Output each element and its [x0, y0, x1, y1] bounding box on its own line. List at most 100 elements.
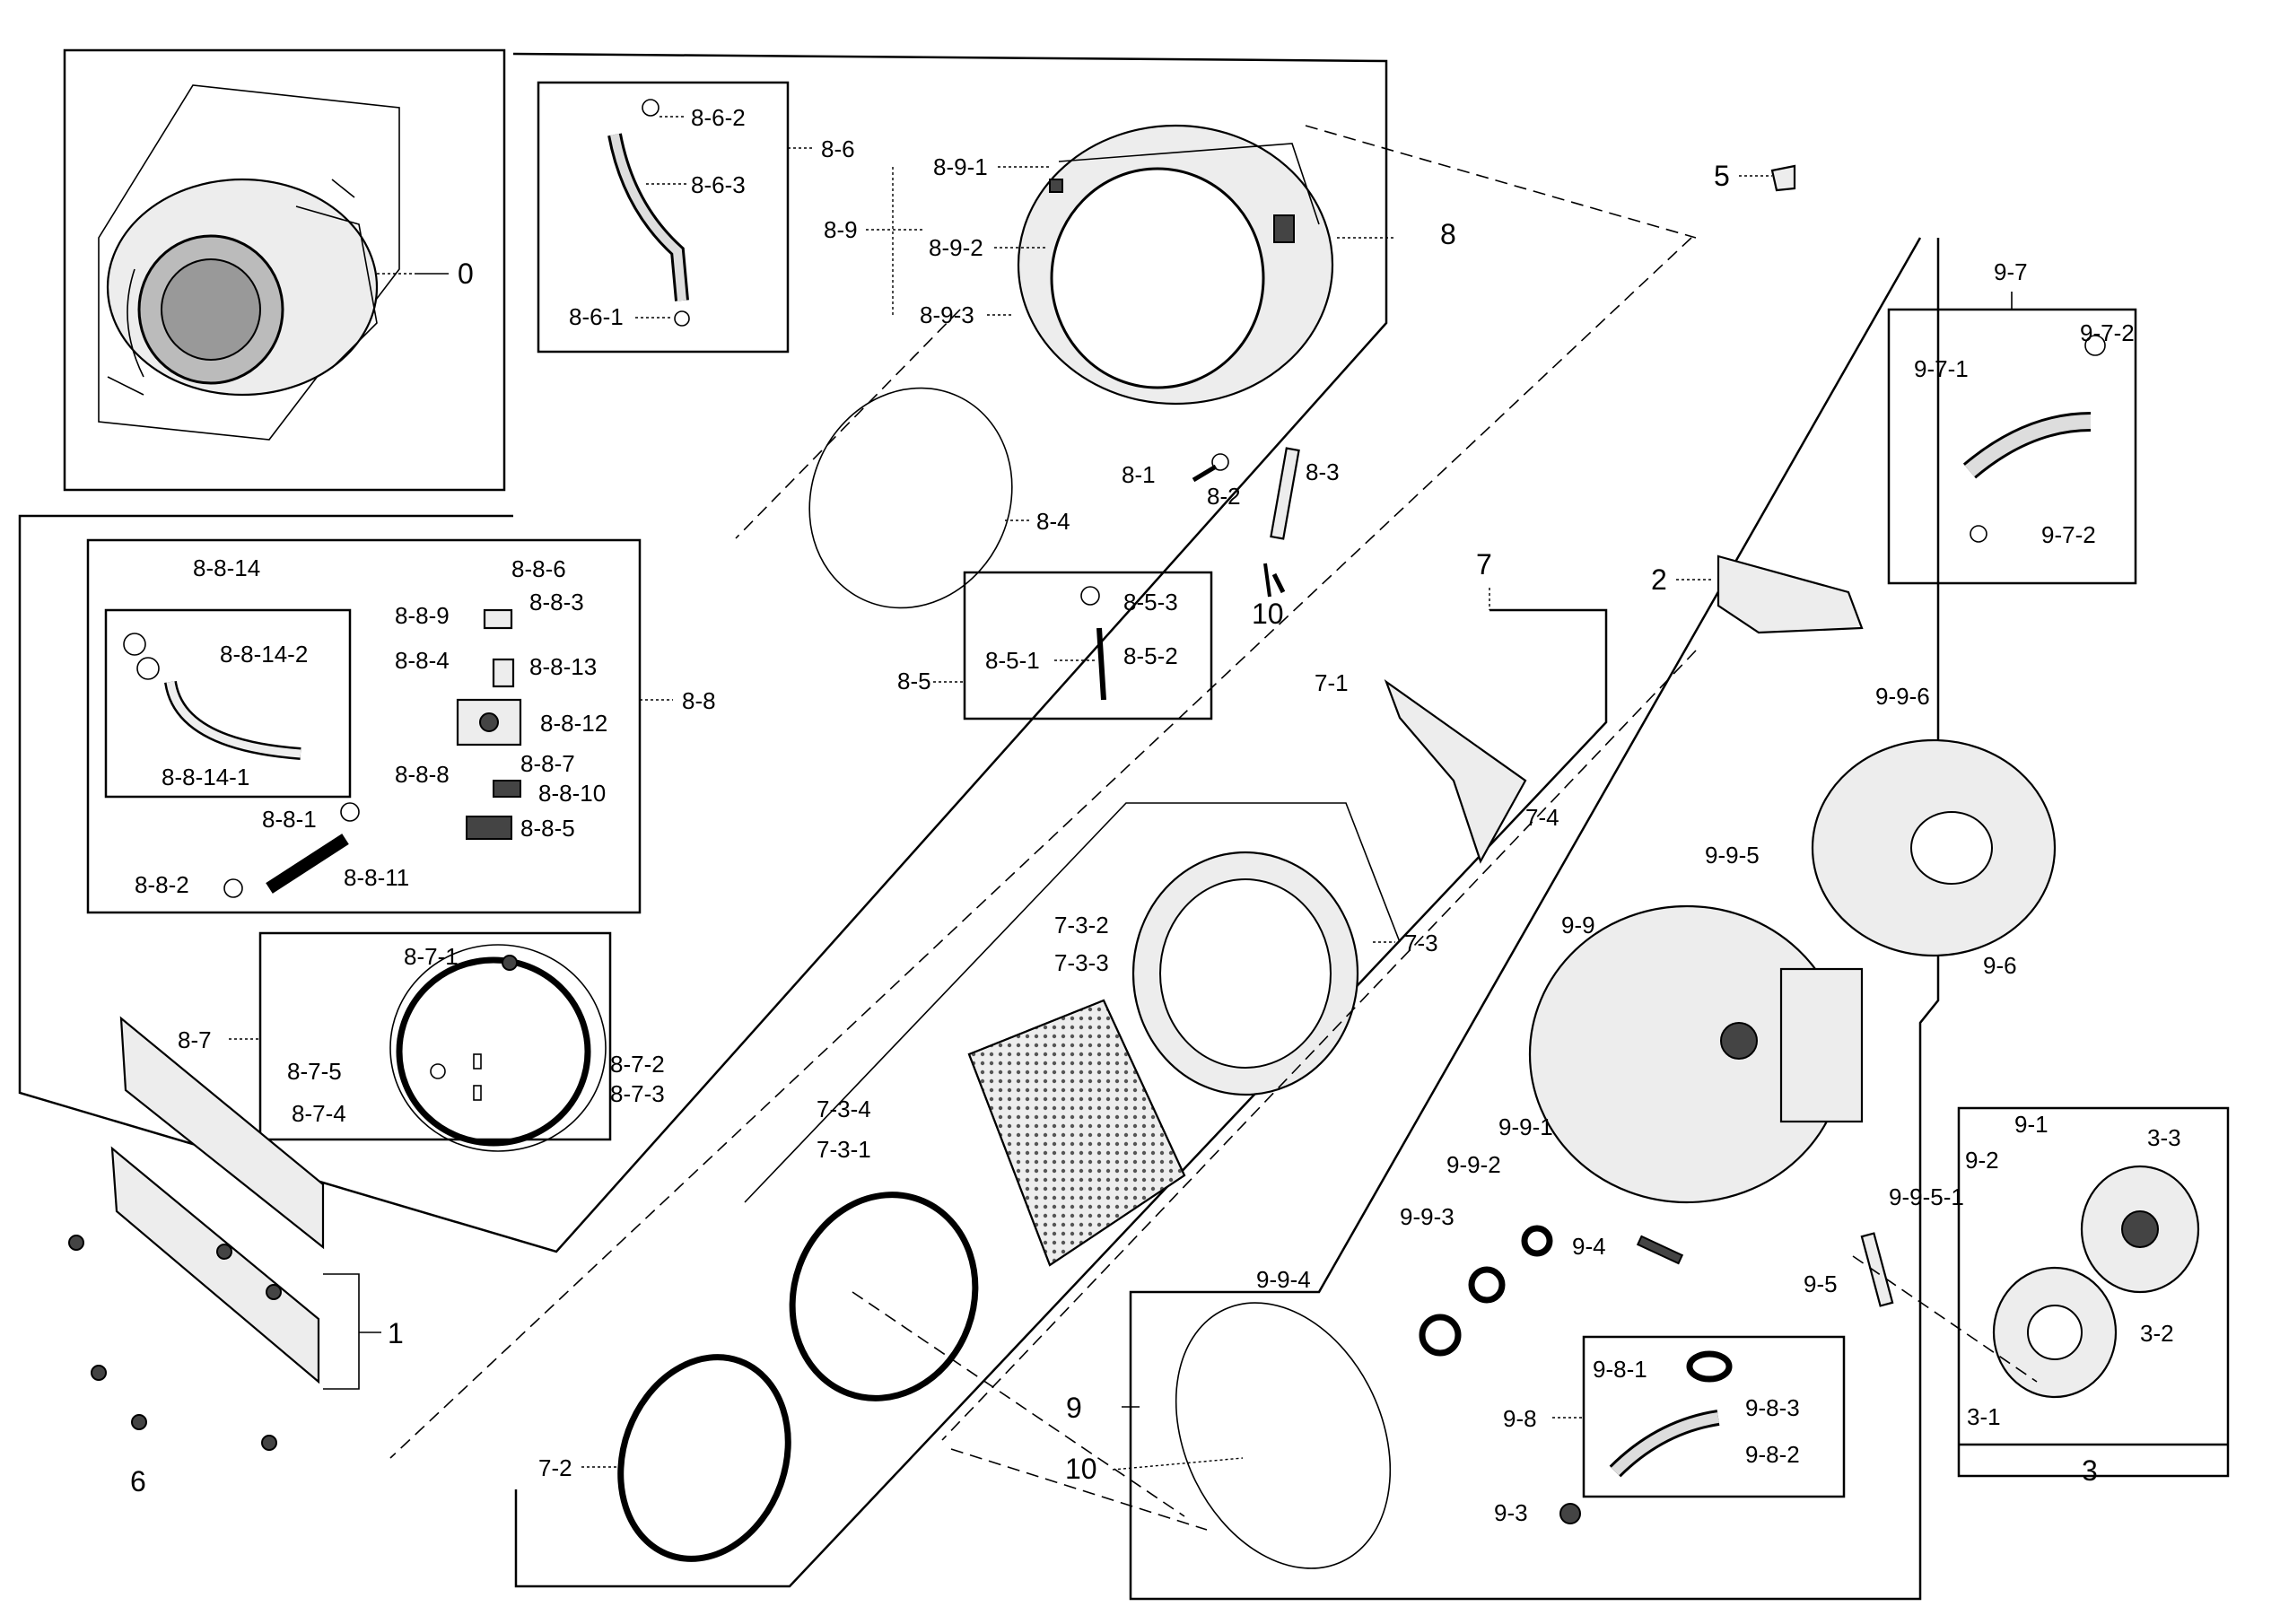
label-8-9-2: 8-9-2	[929, 234, 983, 261]
label-10-a: 10	[1252, 598, 1284, 630]
label-7-3-3: 7-3-3	[1054, 949, 1109, 976]
label-8-8-8: 8-8-8	[395, 761, 450, 788]
label-8-5: 8-5	[897, 668, 931, 694]
label-9-9-3: 9-9-3	[1400, 1203, 1454, 1230]
label-0: 0	[458, 258, 474, 290]
label-8-2: 8-2	[1207, 483, 1241, 510]
tub-front-8-9	[1017, 124, 1334, 406]
label-3-1: 3-1	[1967, 1403, 2001, 1430]
label-9-6: 9-6	[1983, 952, 2017, 979]
label-9-7: 9-7	[1994, 258, 2028, 285]
spider-7-4	[1384, 679, 1527, 864]
label-8-4: 8-4	[1036, 508, 1070, 535]
label-8-5-3: 8-5-3	[1123, 589, 1178, 616]
label-8-8-9: 8-8-9	[395, 602, 450, 629]
seal-8-4	[808, 387, 1013, 609]
pump-hose-8-8-14	[123, 633, 301, 760]
label-8-8-10: 8-8-10	[538, 780, 606, 807]
label-9-5: 9-5	[1804, 1270, 1838, 1297]
label-8: 8	[1440, 218, 1456, 250]
label-8-7-5: 8-7-5	[287, 1058, 342, 1085]
label-1: 1	[388, 1317, 404, 1349]
label-8-9-1: 8-9-1	[933, 153, 988, 180]
label-9-9-4: 9-9-4	[1256, 1266, 1311, 1293]
label-9-7-2-a: 9-7-2	[2080, 319, 2135, 346]
label-8-8-7: 8-8-7	[520, 750, 575, 777]
label-8-7-3: 8-7-3	[610, 1080, 665, 1107]
label-9-7-1: 9-7-1	[1914, 355, 1969, 382]
label-3-2: 3-2	[2140, 1320, 2174, 1347]
label-8-3: 8-3	[1306, 458, 1340, 485]
label-3-3: 3-3	[2147, 1124, 2181, 1151]
seal-9-9-4	[1175, 1302, 1392, 1569]
label-8-6-2: 8-6-2	[691, 104, 746, 131]
label-7-3-2: 7-3-2	[1054, 912, 1109, 939]
label-7: 7	[1476, 548, 1492, 581]
label-6: 6	[130, 1465, 146, 1497]
label-9-9-2: 9-9-2	[1446, 1151, 1501, 1178]
label-7-1: 7-1	[1315, 669, 1349, 696]
label-8-8-6: 8-8-6	[511, 555, 566, 582]
label-8-7-2: 8-7-2	[610, 1051, 665, 1078]
door-seal-8-7-4	[396, 956, 591, 1147]
drum-front-7-3-1	[789, 1192, 979, 1401]
label-9-8: 9-8	[1503, 1405, 1537, 1432]
label-8-8-3: 8-8-3	[529, 589, 584, 616]
label-8-8-4: 8-8-4	[395, 647, 450, 674]
group-8-tub-front: 8-6-2 8-6-3 8-6-1 8-6 8-9-1 8-9 8-9-2 8-…	[18, 52, 1456, 1253]
group-1-brackets: 1 6	[68, 1016, 404, 1497]
label-7-4: 7-4	[1525, 804, 1559, 831]
drain-hose-8-6-3	[607, 99, 690, 327]
label-8-8-11: 8-8-11	[344, 864, 409, 891]
hose-8-5	[1080, 586, 1106, 701]
label-8-8-5: 8-8-5	[520, 815, 575, 842]
label-9-9-5: 9-9-5	[1705, 842, 1760, 869]
label-10-b: 10	[1065, 1453, 1097, 1485]
label-8-6-3: 8-6-3	[691, 171, 746, 198]
label-7-3-4: 7-3-4	[817, 1096, 871, 1122]
label-2: 2	[1651, 563, 1667, 596]
label-9-1: 9-1	[2014, 1111, 2049, 1138]
label-8-8-14-1: 8-8-14-1	[162, 764, 249, 790]
label-9-8-3: 9-8-3	[1745, 1394, 1800, 1421]
label-8-8-2: 8-8-2	[135, 871, 189, 898]
label-8-6: 8-6	[821, 135, 855, 162]
label-8-8-14-2: 8-8-14-2	[220, 641, 308, 668]
label-8-9: 8-9	[824, 216, 858, 243]
label-8-7-1: 8-7-1	[404, 943, 459, 970]
label-8-8: 8-8	[682, 687, 716, 714]
label-9-7-2-b: 9-7-2	[2041, 521, 2096, 548]
group-9-tub-back: 9 9-7 9-7-2 9-7-1 9-7-2 9-9-6 9-9-5 9-9 …	[1065, 237, 2137, 1601]
label-9-8-2: 9-8-2	[1745, 1441, 1800, 1468]
drum-mesh-7-3-3	[967, 999, 1186, 1267]
label-9: 9	[1066, 1392, 1082, 1424]
label-8-7-4: 8-7-4	[292, 1100, 346, 1127]
label-8-5-1: 8-5-1	[985, 647, 1040, 674]
label-9-2: 9-2	[1965, 1147, 1999, 1174]
label-8-8-12: 8-8-12	[540, 710, 607, 737]
label-7-2: 7-2	[538, 1454, 572, 1481]
label-8-5-2: 8-5-2	[1123, 642, 1178, 669]
drain-pump-8-8-12	[223, 608, 522, 898]
label-7-3-1: 7-3-1	[817, 1136, 871, 1163]
label-3: 3	[2082, 1454, 2098, 1487]
label-8-1: 8-1	[1122, 461, 1156, 488]
label-9-8-1: 9-8-1	[1593, 1356, 1647, 1383]
alignment-lines	[389, 125, 2038, 1531]
group-0-tub-assembly: 0	[63, 48, 506, 492]
label-9-9: 9-9	[1561, 912, 1595, 939]
assembled-tub-illustration	[106, 178, 379, 397]
group-3-motor: 3 3-3 3-2 3-1	[1957, 1106, 2230, 1487]
label-9-4: 9-4	[1572, 1233, 1606, 1260]
label-7-3: 7-3	[1404, 930, 1438, 956]
label-9-9-6: 9-9-6	[1875, 683, 1930, 710]
label-8-8-13: 8-8-13	[529, 653, 597, 680]
group-2-5: 5 2	[1651, 160, 1864, 634]
label-9-9-1: 9-9-1	[1498, 1113, 1553, 1140]
label-8-8-1: 8-8-1	[262, 806, 317, 833]
label-5: 5	[1714, 160, 1730, 192]
label-9-9-5-1: 9-9-5-1	[1889, 1183, 1964, 1210]
bolts-8-1-8-2-8-3	[1192, 447, 1300, 594]
label-8-9-3: 8-9-3	[920, 301, 974, 328]
